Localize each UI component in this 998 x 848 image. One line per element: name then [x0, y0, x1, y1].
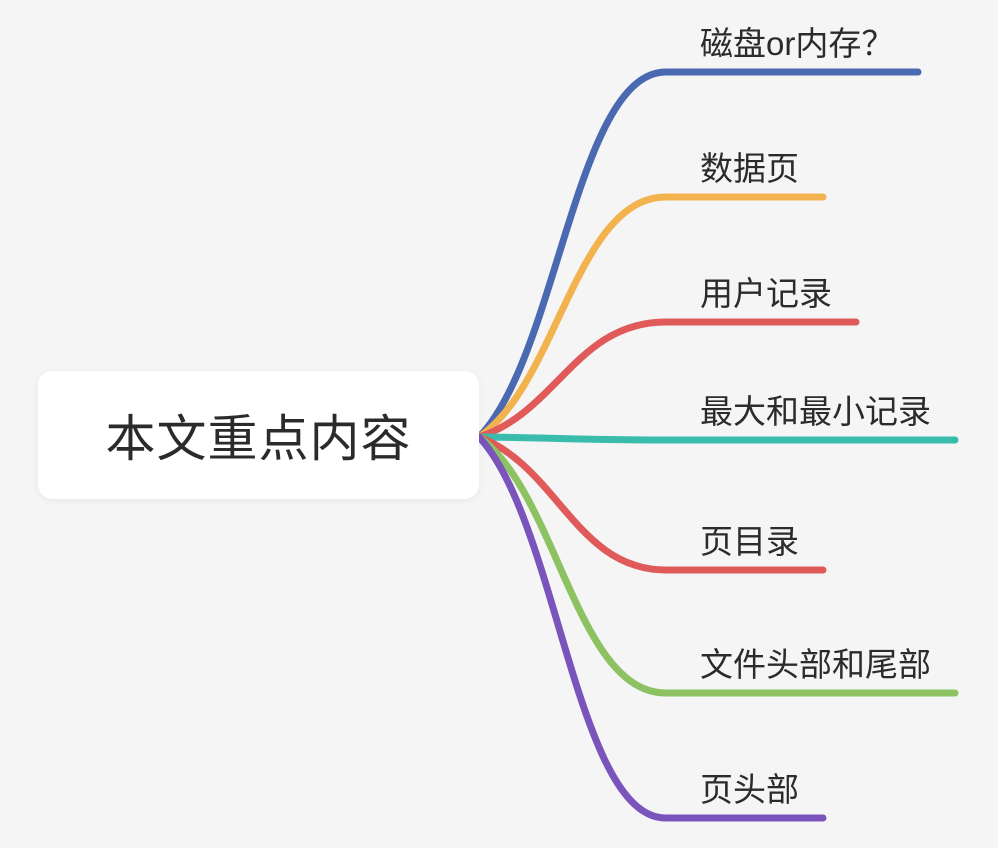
- central-topic[interactable]: 本文重点内容: [38, 371, 479, 499]
- branch-curve-4: [475, 433, 827, 574]
- branch-label-4[interactable]: 页目录: [700, 523, 799, 560]
- branch-curve-6: [475, 433, 827, 822]
- branch-label-2[interactable]: 用户记录: [700, 275, 832, 312]
- central-topic-label: 本文重点内容: [105, 411, 412, 467]
- branch-curve-1: [475, 193, 827, 441]
- branch-curve-5: [475, 433, 959, 697]
- branch-label-6[interactable]: 页头部: [700, 771, 799, 808]
- branch-label-3[interactable]: 最大和最小记录: [700, 393, 931, 430]
- branch-label-5[interactable]: 文件头部和尾部: [700, 646, 931, 683]
- branch-curve-0: [475, 68, 922, 441]
- branch-curve-2: [475, 318, 860, 441]
- branch-label-0[interactable]: 磁盘or内存？: [700, 25, 895, 62]
- branch-curve-3: [475, 433, 959, 444]
- branch-label-1[interactable]: 数据页: [700, 150, 799, 187]
